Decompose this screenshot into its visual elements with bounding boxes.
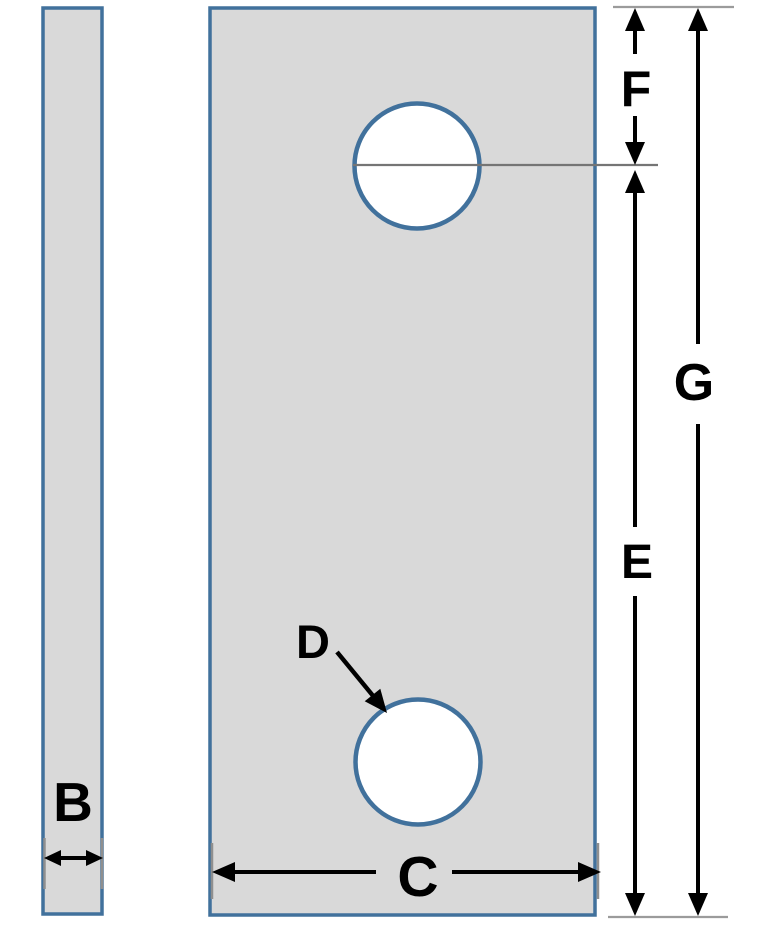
c-arrow-left-icon [212, 862, 235, 882]
g-arrow-up-icon [688, 8, 708, 31]
dimension-f: F [621, 8, 652, 165]
b-label: B [53, 771, 93, 833]
f-arrow-up-icon [625, 8, 645, 31]
dimension-g: G [674, 8, 714, 916]
b-arrow-left-icon [44, 850, 61, 866]
bottom-hole [353, 697, 483, 827]
d-leader-line [335, 650, 376, 699]
f-label: F [621, 61, 652, 117]
c-label: C [397, 845, 438, 909]
c-arrow-right-icon [578, 862, 601, 882]
dimension-e: E [621, 170, 653, 916]
callout-d: D [296, 615, 387, 713]
d-leader-arrow-icon [364, 688, 387, 713]
e-arrow-up-icon [625, 170, 645, 193]
dimension-c: C [212, 845, 601, 909]
e-label: E [621, 536, 653, 589]
dimension-b: B [44, 771, 103, 866]
e-arrow-down-icon [625, 893, 645, 916]
g-label: G [674, 354, 714, 412]
b-arrow-right-icon [86, 850, 103, 866]
f-arrow-down-icon [625, 142, 645, 165]
d-label: D [296, 615, 330, 668]
g-arrow-down-icon [688, 893, 708, 916]
side-view-plate [41, 6, 104, 916]
